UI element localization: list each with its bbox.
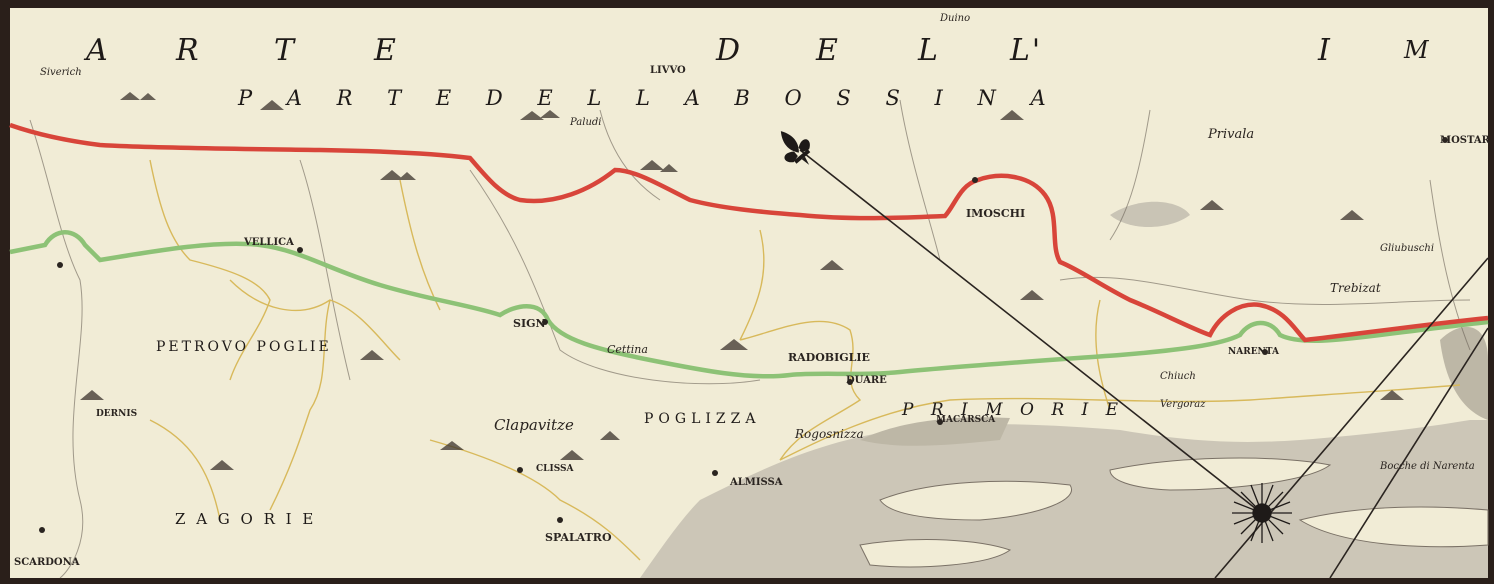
region-label-poglizza: POGLIZZA (644, 411, 761, 427)
title-letter: L' (1010, 33, 1043, 68)
region-label-parte-della-bossina: P A R T E D E L L A B O S S I N A (238, 86, 1060, 110)
title-letter: T (274, 33, 297, 68)
island-shadow (860, 417, 1010, 446)
town-label-dernis: DERNIS (96, 409, 138, 419)
title-letter: L (918, 33, 940, 68)
green-border-line (9, 230, 1489, 379)
region-label-clapavitze: Clapavitze (494, 416, 574, 434)
title-letter: M (1404, 36, 1431, 64)
town-label-vellica: VELLICA (244, 237, 294, 248)
rivers (29, 99, 1471, 579)
town-label-paludi: Paludi (570, 117, 602, 128)
region-label-zagorie: Z A G O R I E (175, 510, 317, 528)
town-label-sivrich: Siverich (40, 67, 82, 78)
town-label-sign: SIGN (513, 317, 546, 330)
title-letter: I (1318, 33, 1332, 68)
title-letter: E (374, 33, 398, 68)
region-label-petrovo-poglie: PETROVO POGLIE (156, 339, 332, 355)
town-label-spalatro: SPALATRO (545, 531, 612, 544)
island-brac (879, 480, 1072, 521)
town-label-vergoraz: Vergoraz (1160, 399, 1206, 410)
town-markers (39, 137, 1448, 533)
district-borders (149, 159, 1461, 561)
title-letter: E (816, 33, 840, 68)
red-border-line (9, 122, 1489, 343)
compass-rose-icon (1232, 483, 1292, 543)
town-label-makarska: MACARSCA (936, 415, 996, 425)
town-label-mostar: MOSTAR (1440, 135, 1490, 146)
region-label-primorie: P R I M O R I E (902, 400, 1125, 420)
town-label-duino: Duino (940, 13, 971, 24)
island-hvar (1109, 457, 1332, 491)
mountain-symbols (80, 92, 1404, 470)
town-label-duare: DUARE (846, 375, 887, 386)
town-label-clissa: CLISSA (536, 464, 574, 474)
town-label-glubuski: Gliubuschi (1380, 243, 1435, 254)
title-letter: A (86, 33, 110, 68)
town-label-narenta: NARENTA (1228, 347, 1279, 357)
marsh-area (1440, 326, 1488, 420)
town-label-privala: Privala (1208, 127, 1255, 142)
lake (1110, 201, 1190, 228)
town-label-rogosnizza: Rogosnizza (795, 427, 864, 441)
town-label-imoschi: IMOSCHI (966, 207, 1026, 220)
region-label-radobiglie: RADOBIGLIE (788, 351, 870, 364)
fleur-de-lis-icon (780, 131, 811, 165)
town-label-trebisat: Trebizat (1330, 281, 1381, 295)
town-label-chiuch: Chiuch (1160, 371, 1196, 382)
town-label-almissa: ALMISSA (730, 477, 783, 488)
town-label-scardona: SCARDONA (14, 557, 80, 568)
town-label-bocche-di-narenta: Bocche di Narenta (1380, 461, 1475, 472)
town-label-cetina: Cettina (607, 343, 648, 356)
title-letter: R (176, 33, 201, 68)
title-letter: D (716, 33, 743, 68)
town-label-livvo: LIVVO (650, 65, 686, 76)
rhumb-lines (799, 149, 1489, 579)
island-korcula (1298, 506, 1489, 548)
island-solta (859, 539, 1012, 568)
